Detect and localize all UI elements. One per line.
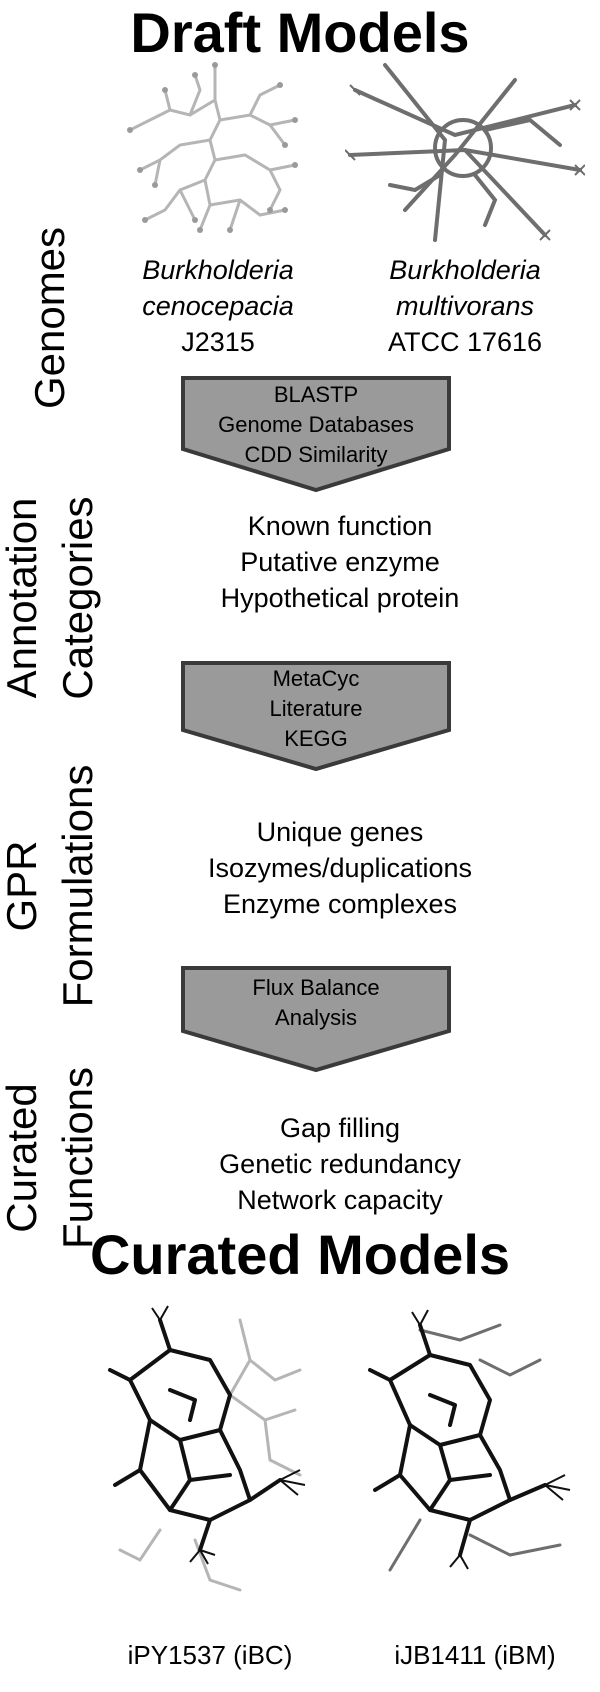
step-arrow-gpr: MetaCyc Literature KEGG	[180, 660, 452, 772]
organism-bm: Burkholderia multivorans ATCC 17616	[355, 252, 575, 360]
annotation-categories-list: Known function Putative enzyme Hypotheti…	[170, 508, 510, 616]
side-label-annotation-line2: Categories	[54, 496, 101, 700]
organism-bm-strain: ATCC 17616	[387, 327, 543, 357]
curated-network-bm-image	[368, 1309, 571, 1572]
step3-line2: Analysis	[275, 1005, 357, 1030]
draft-network-bc-image	[127, 62, 298, 233]
side-label-gpr-line2: Formulations	[54, 764, 101, 1008]
organism-bc-strain: J2315	[181, 327, 255, 357]
side-label-gpr: GPR Formulations	[0, 751, 106, 1021]
organism-bm-species: multivorans	[395, 291, 535, 321]
pentagon-arrow-shape	[181, 966, 451, 1073]
curated-functions-list: Gap filling Genetic redundancy Network c…	[170, 1110, 510, 1218]
list-item: Genetic redundancy	[219, 1149, 461, 1179]
side-label-genomes-text: Genomes	[26, 226, 73, 410]
curated-models-title: Curated Models	[89, 1223, 511, 1286]
step2-line3: KEGG	[284, 726, 348, 751]
step-arrow-curation: Flux Balance Analysis	[180, 965, 452, 1073]
list-item: Gap filling	[279, 1113, 401, 1143]
step2-line2: Literature	[269, 696, 363, 721]
draft-models-title: Draft Models	[130, 1, 470, 64]
list-item: Hypothetical protein	[220, 583, 460, 613]
list-item: Network capacity	[237, 1185, 443, 1215]
list-item: Unique genes	[256, 817, 424, 847]
draft-network-bm-image	[345, 63, 585, 242]
side-label-genomes: Genomes	[22, 218, 78, 418]
step3-line1: Flux Balance	[252, 975, 380, 1000]
organism-bc-species: cenocepacia	[142, 291, 294, 321]
pentagon-arrow-shape	[181, 376, 451, 493]
step1-line1: BLASTP	[273, 382, 359, 407]
list-item: Known function	[247, 511, 433, 541]
list-item: Enzyme complexes	[222, 889, 458, 919]
organism-bc-genus: Burkholderia	[142, 255, 294, 285]
step2-line1: MetaCyc	[272, 666, 360, 691]
organism-bc: Burkholderia cenocepacia J2315	[118, 252, 318, 360]
model-caption-bc: iPY1537 (iBC)	[127, 1640, 293, 1670]
side-label-gpr-line1: GPR	[0, 840, 45, 932]
pentagon-arrow-shape	[181, 661, 451, 772]
side-label-annotation-line1: Annotation	[0, 497, 45, 699]
step-arrow-annotation: BLASTP Genome Databases CDD Similarity	[180, 375, 452, 493]
step1-line2: Genome Databases	[218, 412, 414, 437]
list-item: Putative enzyme	[240, 547, 440, 577]
step1-line3: CDD Similarity	[244, 442, 388, 467]
curated-network-bc-image	[108, 1305, 306, 1592]
gpr-formulations-list: Unique genes Isozymes/duplications Enzym…	[170, 814, 510, 922]
organism-bm-genus: Burkholderia	[389, 255, 541, 285]
side-label-annotation: Annotation Categories	[0, 458, 106, 738]
model-caption-bm: iJB1411 (iBM)	[394, 1640, 556, 1670]
list-item: Isozymes/duplications	[207, 853, 473, 883]
